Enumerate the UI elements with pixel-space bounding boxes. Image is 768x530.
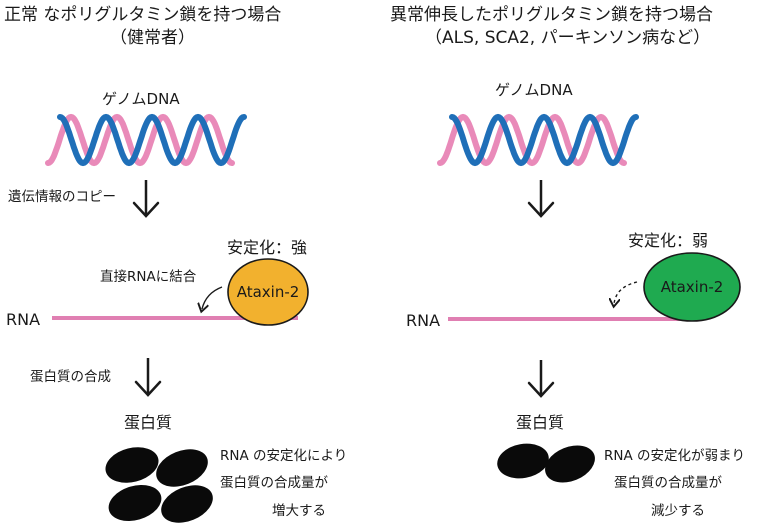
protein-blob [108, 485, 162, 521]
protein-blob [545, 445, 595, 483]
left-ataxin2-label: Ataxin-2 [237, 283, 300, 301]
left-binding-label: 直接RNAに結合 [100, 268, 197, 285]
right-result-line2: 蛋白質の合成量が [614, 475, 722, 491]
right-genome-label: ゲノムDNA [495, 81, 573, 99]
protein-blob [105, 447, 159, 483]
right-ataxin2-ellipse [643, 252, 741, 322]
left-genome-label: ゲノムDNA [102, 90, 180, 108]
right-result-line1: RNA の安定化が弱まり [604, 448, 745, 464]
right-stability-label: 安定化：弱 [628, 231, 708, 250]
right-arrow-translation [527, 360, 555, 398]
right-panel: 異常伸長したポリグルタミン鎖を持つ場合 （ALS, SCA2, パーキンソン病な… [390, 5, 745, 519]
right-protein-cluster [497, 443, 595, 483]
left-panel: 正常 なポリグルタミン鎖を持つ場合 （健常者） ゲノムDNA 遺伝情報のコピー … [4, 5, 347, 523]
left-result-line3: 増大する [272, 503, 326, 519]
left-subtitle: （健常者） [110, 28, 195, 48]
protein-blob [497, 443, 549, 479]
left-dna-helix [45, 113, 247, 167]
left-protein-label: 蛋白質 [124, 413, 172, 432]
left-dna-strand-blue [57, 113, 247, 167]
left-dna-strand-pink [45, 113, 235, 167]
left-arrow-translation [134, 358, 162, 397]
left-copy-label: 遺伝情報のコピー [8, 189, 116, 205]
left-title: 正常 なポリグルタミン鎖を持つ場合 [4, 5, 281, 25]
left-result-line1: RNA の安定化により [220, 448, 347, 464]
right-dna-helix [437, 113, 639, 167]
right-rna-label: RNA [406, 311, 440, 330]
left-synthesis-label: 蛋白質の合成 [30, 369, 111, 385]
right-ataxin2-label: Ataxin-2 [661, 278, 724, 296]
left-result-line2: 蛋白質の合成量が [220, 475, 328, 491]
left-stability-label: 安定化：強 [227, 238, 307, 257]
right-binding-dashed-arrow [614, 281, 638, 304]
right-subtitle: （ALS, SCA2, パーキンソン病など） [425, 28, 710, 48]
right-arrow-transcription [527, 180, 555, 218]
right-title: 異常伸長したポリグルタミン鎖を持つ場合 [390, 5, 713, 25]
left-ataxin2-ellipse [227, 258, 309, 326]
left-protein-cluster [105, 447, 213, 523]
right-protein-label: 蛋白質 [516, 413, 564, 432]
right-dna-strand-pink [437, 113, 627, 167]
right-result-line3: 減少する [651, 502, 705, 519]
left-arrow-transcription [132, 180, 160, 218]
left-rna-label: RNA [6, 310, 40, 329]
protein-blob [161, 485, 213, 523]
left-binding-arrow [202, 286, 223, 309]
right-dna-strand-blue [449, 113, 639, 167]
protein-blob [156, 449, 208, 487]
